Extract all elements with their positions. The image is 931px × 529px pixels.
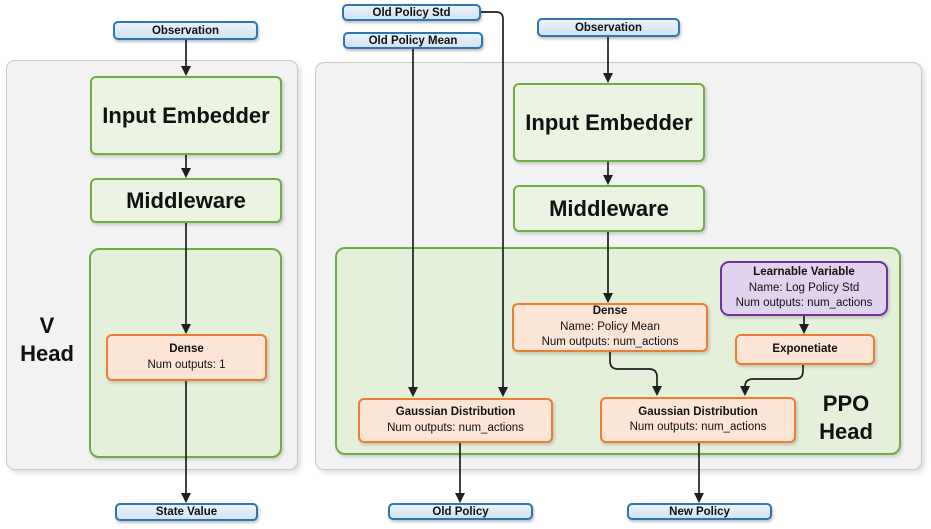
middleware-ppo-label: Middleware [549, 195, 669, 221]
old-policy-mean-input: Old Policy Mean [343, 32, 483, 49]
old-policy-output-label: Old Policy [432, 505, 489, 518]
old-policy-std-label: Old Policy Std [372, 6, 451, 19]
v-head-label-line1: V [39, 313, 55, 338]
v-head-label: V Head [8, 312, 86, 368]
input-embedder-ppo: Input Embedder [513, 83, 705, 162]
old-policy-mean-label: Old Policy Mean [368, 34, 458, 47]
input-embedder-v: Input Embedder [90, 76, 282, 155]
middleware-ppo: Middleware [513, 185, 705, 232]
dense-v: Dense Num outputs: 1 [106, 334, 267, 381]
ppo-head-label: PPO Head [796, 390, 896, 446]
middleware-v-label: Middleware [126, 187, 246, 213]
gaussian-old-title: Gaussian Distribution [395, 406, 516, 418]
observation-input-ppo: Observation [537, 18, 680, 37]
input-embedder-ppo-label: Input Embedder [525, 109, 693, 135]
dense-v-title: Dense [169, 343, 204, 355]
gaussian-new-line2: Num outputs: num_actions [629, 421, 767, 433]
input-embedder-v-label: Input Embedder [102, 102, 270, 128]
learnable-variable-line2: Name: Log Policy Std [748, 281, 860, 294]
state-value-output: State Value [115, 503, 258, 521]
observation-input-v-label: Observation [151, 24, 220, 37]
gaussian-distribution-old: Gaussian Distribution Num outputs: num_a… [358, 398, 553, 443]
state-value-output-label: State Value [155, 506, 218, 518]
dense-policy-mean-title: Dense [592, 305, 628, 318]
gaussian-old-line2: Num outputs: num_actions [387, 421, 524, 434]
observation-input-ppo-label: Observation [574, 21, 643, 34]
exponetiate-label: Exponetiate [772, 342, 838, 355]
new-policy-output: New Policy [627, 503, 772, 520]
learnable-variable-line3: Num outputs: num_actions [735, 297, 873, 310]
dense-policy-mean: Dense Name: Policy Mean Num outputs: num… [512, 303, 708, 352]
new-policy-output-label: New Policy [669, 505, 730, 518]
dense-policy-mean-line2: Name: Policy Mean [560, 320, 660, 333]
ppo-head-label-line2: Head [819, 419, 873, 444]
ppo-head-label-line1: PPO [822, 391, 870, 416]
gaussian-new-title: Gaussian Distribution [638, 405, 758, 418]
middleware-v: Middleware [90, 178, 282, 223]
dense-v-line2: Num outputs: 1 [147, 358, 226, 371]
gaussian-distribution-new: Gaussian Distribution Num outputs: num_a… [600, 397, 796, 443]
learnable-variable-title: Learnable Variable [753, 266, 855, 279]
v-head-label-line2: Head [20, 341, 74, 366]
old-policy-output: Old Policy [388, 503, 533, 520]
exponetiate: Exponetiate [735, 334, 875, 365]
learnable-variable: Learnable Variable Name: Log Policy Std … [720, 261, 888, 316]
observation-input-v: Observation [113, 21, 258, 40]
dense-policy-mean-line3: Num outputs: num_actions [541, 336, 679, 349]
old-policy-std-input: Old Policy Std [342, 4, 481, 21]
